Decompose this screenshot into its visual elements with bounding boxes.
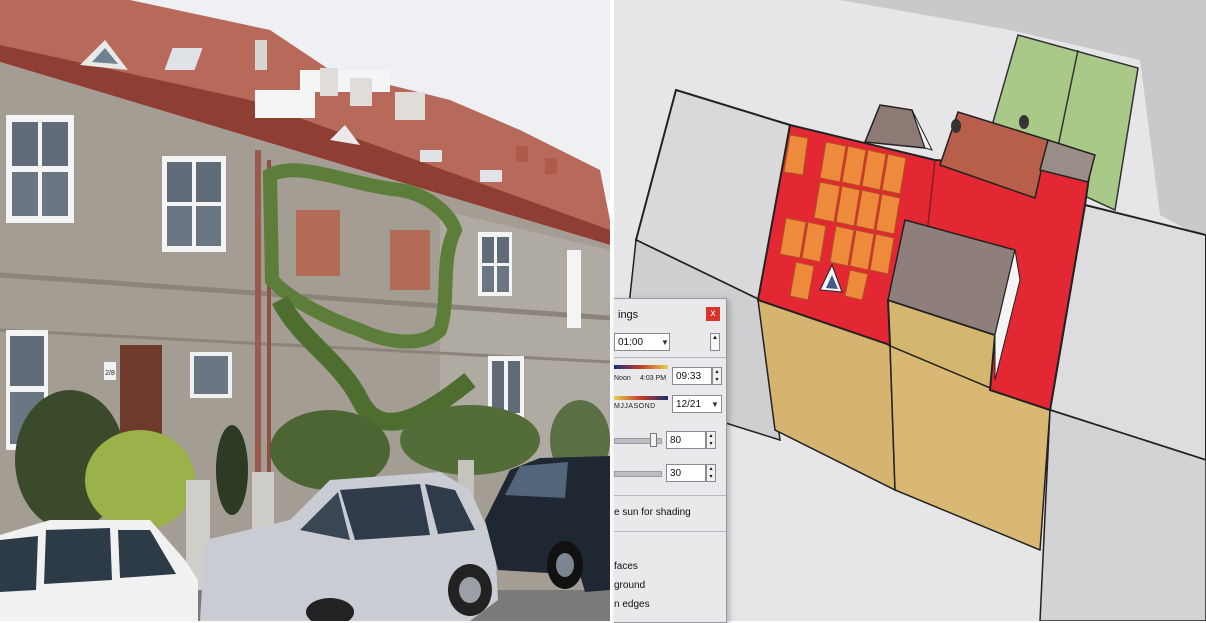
dark-car [485,456,610,592]
roof-annex [1039,139,1096,183]
chevron-down-icon[interactable]: ▼ [661,338,669,347]
solar-panel-array [779,134,907,301]
roof-dormer [330,125,360,145]
noon-label: Noon [614,375,631,382]
light-value: 80 [670,435,682,446]
conifer [216,425,248,515]
drain-pipe [267,160,271,480]
light-field[interactable]: 80 [666,431,706,449]
cornice [0,272,610,321]
divider [614,495,726,496]
dark-value: 30 [670,468,682,479]
silver-car [200,472,498,621]
ground-option[interactable]: ground [614,580,646,591]
roof-window-glass [826,275,838,289]
roof-skylight [480,170,502,182]
brick-roof [939,111,1049,199]
roof-skylight [164,48,203,70]
date-value: 12/21 [676,399,702,410]
drain-pipe [255,150,261,480]
roof-skylight [420,150,442,162]
chimney [255,40,267,70]
time-small-label: 4:03 PM [640,375,667,382]
shrub [400,405,540,475]
chimney [320,68,338,96]
upper-windows [6,115,581,328]
expand-icon[interactable]: ▲ [710,333,720,351]
dark-stepper[interactable]: ▴▾ [706,464,716,482]
time-stepper[interactable]: ▴▾ [712,367,722,385]
sun-shading-option[interactable]: e sun for shading [614,507,691,518]
time-field[interactable]: 09:33 [672,367,712,385]
chimney-cap [1019,115,1029,129]
chimney-cap [951,119,961,133]
roof-model [614,0,1206,621]
light-slider-thumb[interactable] [650,433,657,447]
edges-option[interactable]: n edges [614,599,650,610]
faces-option[interactable]: faces [614,561,638,572]
entrance-door [120,345,162,435]
sketchup-model-panel [614,0,1206,621]
snow-patch [300,70,390,92]
divider [614,531,726,532]
close-button[interactable]: x [706,307,720,321]
white-car [0,520,198,621]
months-label: MJJASOND [614,403,656,410]
chimney [350,78,372,106]
ground-shadow [840,0,1206,240]
street-scene: 2/8 [0,0,610,621]
dark-field[interactable]: 30 [666,464,706,482]
time-value: 09:33 [676,371,702,382]
snow-patch [255,90,315,118]
light-slider[interactable] [614,438,662,444]
chimney [516,146,528,162]
bright-bush [85,430,195,530]
house-number-plate [104,362,116,380]
chevron-down-icon[interactable]: ▼ [711,400,719,409]
shadow-settings-dialog: ings x 01:00 ▼ ▲ Noon 4:03 PM 09:33 ▴▾ M… [614,298,727,623]
dormer-window [92,48,118,64]
chimney [395,92,425,120]
house-number: 2/8 [105,370,115,377]
utc-value: 01:00 [618,337,644,348]
shrub [270,410,390,490]
gable-face [911,109,933,151]
street-photo-panel: 2/8 [0,0,610,621]
time-gradient [614,365,668,369]
light-stepper[interactable]: ▴▾ [706,431,716,449]
utc-select[interactable]: 01:00 [614,333,670,351]
ivy-vines [262,163,463,349]
dark-slider[interactable] [614,471,662,477]
neighbor-wall-right [1039,408,1206,621]
date-select[interactable]: 12/21 [672,395,722,413]
dialog-title: ings [618,309,639,321]
date-gradient [614,396,668,400]
roof-gutter [0,45,610,245]
ivy-vines [271,295,476,431]
dormer-side [994,249,1021,381]
chimney [545,158,557,174]
divider [614,357,726,358]
